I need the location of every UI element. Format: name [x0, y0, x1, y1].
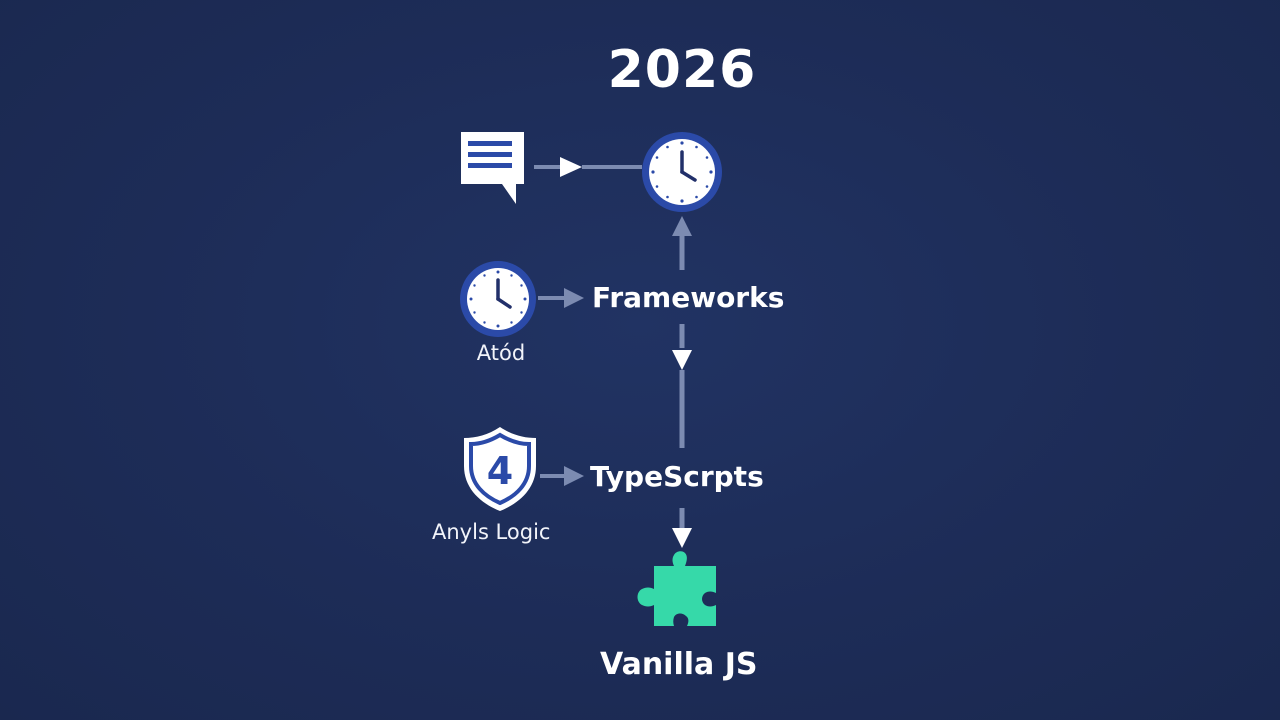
node-vanilla-js: Vanilla JS [600, 647, 758, 682]
node-typescripts: TypeScrpts [590, 460, 764, 493]
shield-number: 4 [487, 449, 513, 493]
node-frameworks: Frameworks [592, 281, 785, 314]
arrow-clock-to-frameworks [538, 288, 584, 308]
arrow-document-to-clock [534, 157, 642, 177]
shield-caption: Anyls Logic [432, 520, 551, 544]
clock-icon [460, 261, 536, 337]
puzzle-icon [637, 551, 716, 626]
arrow-up-to-clock [672, 216, 692, 270]
arrow-frameworks-down [672, 324, 692, 448]
clock-icon [642, 132, 722, 212]
arrow-shield-to-typescripts [540, 466, 584, 486]
year-title: 2026 [607, 40, 757, 100]
shield-icon: 4 [464, 427, 536, 511]
clock-caption: Atód [476, 341, 526, 365]
document-icon [461, 132, 524, 204]
arrow-typescripts-to-puzzle [672, 508, 692, 548]
